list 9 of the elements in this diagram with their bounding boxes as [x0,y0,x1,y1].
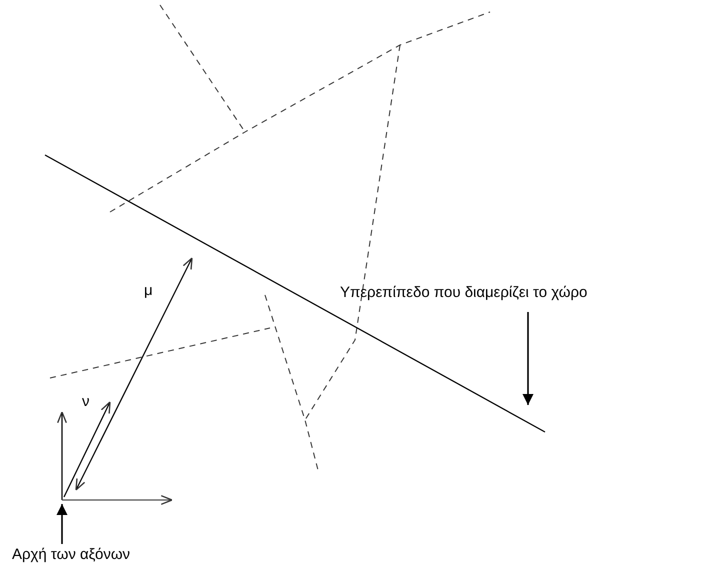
hyperplane-line [44,154,546,433]
leader-arrow [522,312,534,405]
leader-arrow [56,504,68,544]
edge-label: μ [144,282,153,300]
arrow [75,257,193,491]
hyperplane-label: Υπερεπίπεδο που διαμερίζει το χώρο [340,284,588,302]
origin-label: Αρχή των αξόνων [12,546,130,564]
vector-label: ν [82,393,90,411]
coordinate-axes [57,411,173,505]
